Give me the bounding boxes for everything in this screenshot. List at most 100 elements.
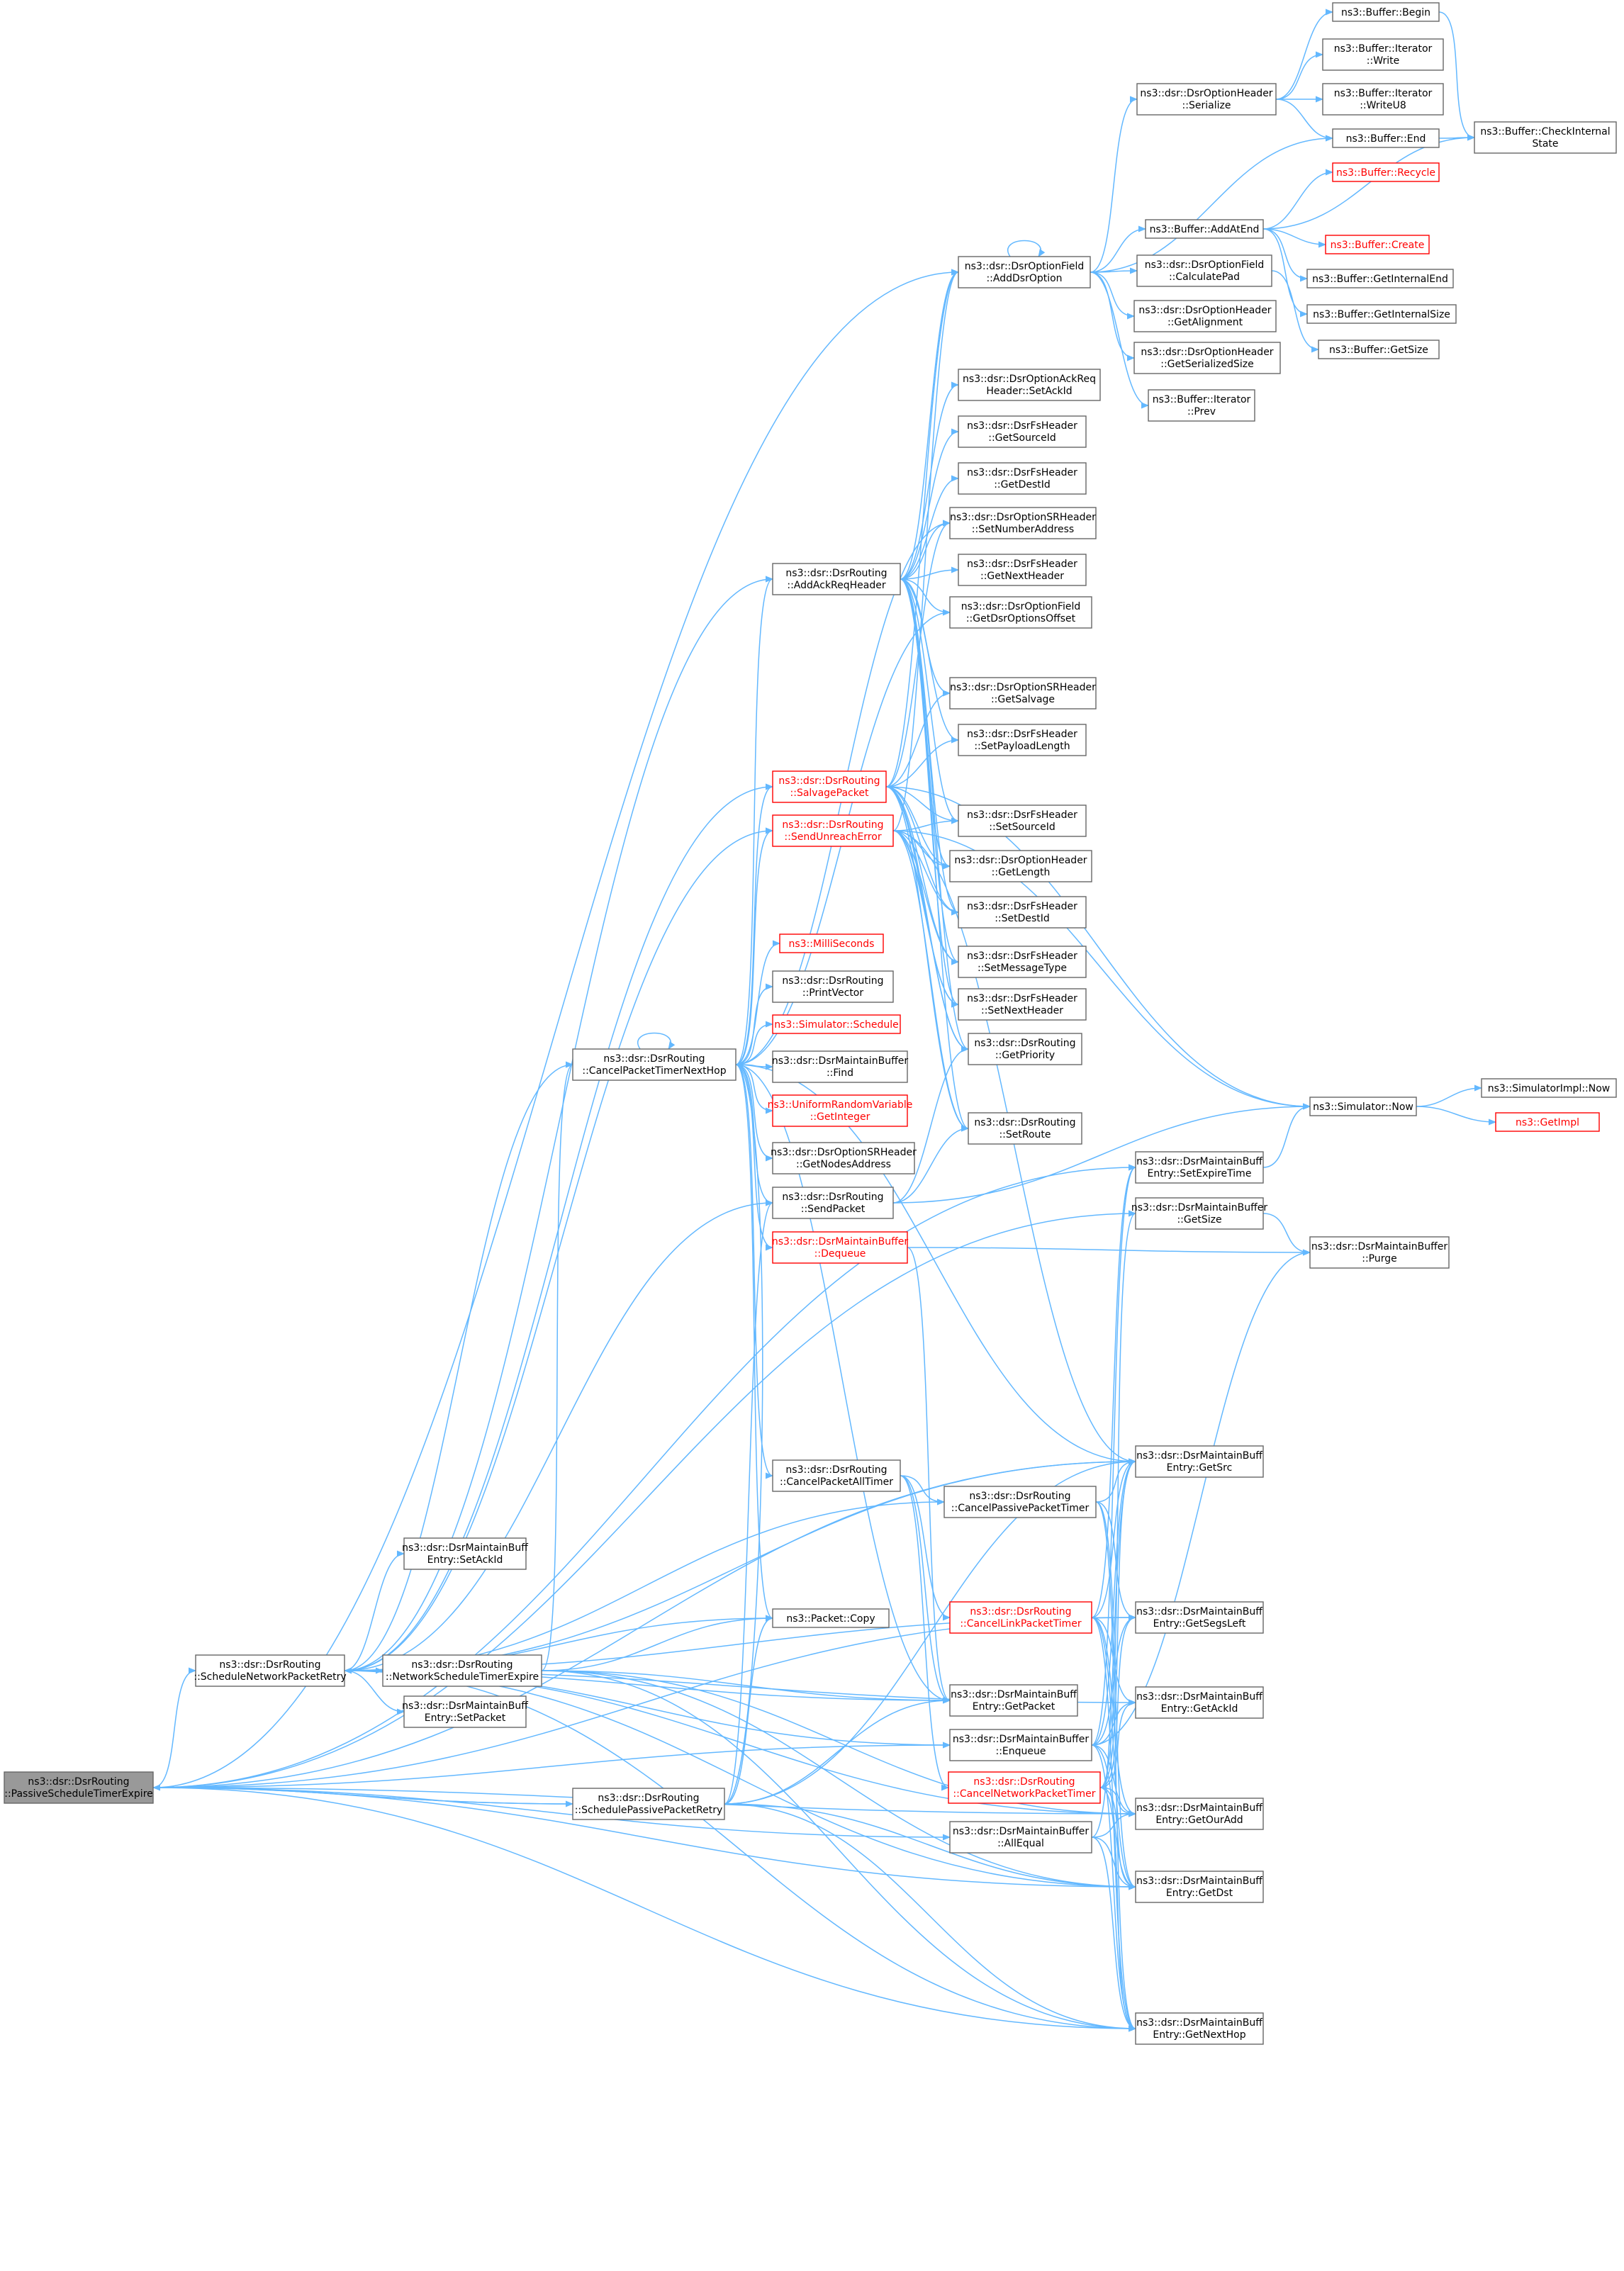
graph-node-fsSetDest[interactable]: ns3::dsr::DsrFsHeader::SetDestId: [958, 896, 1087, 929]
graph-node-bufBegin[interactable]: ns3::Buffer::Begin: [1332, 2, 1440, 22]
graph-node-cpat[interactable]: ns3::dsr::DsrRouting::CancelPacketAllTim…: [772, 1459, 901, 1492]
call-edge: [1262, 1213, 1311, 1256]
graph-node-ohGetLen[interactable]: ns3::dsr::DsrOptionHeader::GetLength: [949, 850, 1092, 882]
graph-node-srSetNum[interactable]: ns3::dsr::DsrOptionSRHeader::SetNumberAd…: [949, 507, 1097, 539]
graph-node-meGetSegs[interactable]: ns3::dsr::DsrMaintainBuffEntry::GetSegsL…: [1135, 1601, 1264, 1634]
node-box: [1135, 1445, 1264, 1478]
edge-cptnh-to-pktCopy: [735, 1064, 773, 1622]
node-box: [772, 770, 887, 803]
graph-node-ohGetAlign[interactable]: ns3::dsr::DsrOptionHeader::GetAlignment: [1133, 300, 1277, 332]
edge-cnpt-to-meGetOur: [1099, 1787, 1136, 1817]
node-label-line: ::SetMessageType: [978, 963, 1067, 974]
graph-node-fsSetNext[interactable]: ns3::dsr::DsrFsHeader::SetNextHeader: [958, 988, 1087, 1021]
graph-node-ofGetOff[interactable]: ns3::dsr::DsrOptionField::GetDsrOptionsO…: [949, 596, 1092, 629]
graph-node-fsGetNext[interactable]: ns3::dsr::DsrFsHeader::GetNextHeader: [958, 554, 1087, 586]
call-edge: [1262, 228, 1308, 282]
graph-node-sendPkt[interactable]: ns3::dsr::DsrRouting::SendPacket: [772, 1187, 894, 1219]
edge-ohSerialize-to-itWrite: [1275, 51, 1323, 100]
graph-node-mbGetSize[interactable]: ns3::dsr::DsrMaintainBuffer::GetSize: [1131, 1197, 1267, 1230]
graph-node-printVec[interactable]: ns3::dsr::DsrRouting::PrintVector: [772, 970, 894, 1003]
graph-node-mbEnq[interactable]: ns3::dsr::DsrMaintainBuffer::Enqueue: [949, 1729, 1092, 1761]
graph-node-srGetNodes[interactable]: ns3::dsr::DsrOptionSRHeader::GetNodesAdd…: [771, 1142, 917, 1174]
graph-node-itWrite[interactable]: ns3::Buffer::Iterator::Write: [1322, 38, 1444, 71]
edge-mbAllEq-to-meGetSrc: [1091, 1458, 1136, 1838]
graph-node-bufGetIntSize[interactable]: ns3::Buffer::GetInternalSize: [1306, 304, 1457, 324]
graph-node-fsSetMsg[interactable]: ns3::dsr::DsrFsHeader::SetMessageType: [958, 946, 1087, 978]
graph-node-snpr[interactable]: ns3::dsr::DsrRouting::ScheduleNetworkPac…: [194, 1654, 347, 1687]
graph-node-bufGetIntEnd[interactable]: ns3::Buffer::GetInternalEnd: [1306, 269, 1454, 288]
graph-node-itPrev[interactable]: ns3::Buffer::Iterator::Prev: [1148, 389, 1255, 422]
graph-node-bufAddAtEnd[interactable]: ns3::Buffer::AddAtEnd: [1145, 219, 1264, 239]
graph-node-simImplNow[interactable]: ns3::SimulatorImpl::Now: [1481, 1078, 1617, 1098]
call-edge: [735, 576, 773, 1065]
call-edge: [637, 1032, 676, 1050]
edge-bufAddAtEnd-to-bufGetIntEnd: [1262, 228, 1308, 282]
graph-node-meGetOur[interactable]: ns3::dsr::DsrMaintainBuffEntry::GetOurAd…: [1135, 1798, 1264, 1830]
node-label-line: ns3::dsr::DsrOptionHeader: [1140, 88, 1272, 99]
edge-bufBegin-to-bufCheck: [1438, 11, 1475, 141]
graph-node-bufCreate[interactable]: ns3::Buffer::Create: [1325, 235, 1430, 254]
node-label-line: ns3::Buffer::GetInternalEnd: [1312, 274, 1448, 285]
edge-salvage-to-addDsrOpt: [885, 269, 959, 787]
graph-node-fsSetPay[interactable]: ns3::dsr::DsrFsHeader::SetPayloadLength: [958, 724, 1087, 756]
graph-node-clpt[interactable]: ns3::dsr::DsrRouting::CancelLinkPacketTi…: [949, 1601, 1092, 1634]
graph-node-fsGetSrc[interactable]: ns3::dsr::DsrFsHeader::GetSourceId: [958, 415, 1087, 448]
node-box: [949, 596, 1092, 629]
graph-node-salvage[interactable]: ns3::dsr::DsrRouting::SalvagePacket: [772, 770, 887, 803]
graph-node-sendUnr[interactable]: ns3::dsr::DsrRouting::SendUnreachError: [772, 814, 894, 847]
graph-node-srGetSalv[interactable]: ns3::dsr::DsrOptionSRHeader::GetSalvage: [949, 677, 1097, 710]
graph-node-setRoute[interactable]: ns3::dsr::DsrRouting::SetRoute: [968, 1112, 1082, 1145]
graph-node-mbDeq[interactable]: ns3::dsr::DsrMaintainBuffer::Dequeue: [772, 1231, 908, 1264]
graph-node-ohGetSerSize[interactable]: ns3::dsr::DsrOptionHeader::GetSerialized…: [1133, 342, 1281, 374]
graph-node-bufEnd[interactable]: ns3::Buffer::End: [1332, 128, 1440, 148]
node-label-line: ns3::dsr::DsrMaintainBuff: [1136, 1450, 1262, 1462]
graph-node-addAck[interactable]: ns3::dsr::DsrRouting::AddAckReqHeader: [772, 563, 901, 595]
graph-node-meSetPkt[interactable]: ns3::dsr::DsrMaintainBuffEntry::SetPacke…: [402, 1695, 528, 1728]
graph-node-cnpt[interactable]: ns3::dsr::DsrRouting::CancelNetworkPacke…: [948, 1771, 1101, 1804]
graph-node-mbFind[interactable]: ns3::dsr::DsrMaintainBuffer::Find: [772, 1050, 908, 1083]
graph-node-fsGetDest[interactable]: ns3::dsr::DsrFsHeader::GetDestId: [958, 462, 1087, 495]
edge-mbEnq-to-meGetSegs: [1091, 1614, 1136, 1746]
graph-node-mbAllEq[interactable]: ns3::dsr::DsrMaintainBuffer::AllEqual: [949, 1821, 1092, 1854]
graph-node-fsSetSrc[interactable]: ns3::dsr::DsrFsHeader::SetSourceId: [958, 804, 1087, 837]
edge-bufAddAtEnd-to-bufRecycle: [1262, 169, 1333, 230]
graph-node-cppt[interactable]: ns3::dsr::DsrRouting::CancelPassivePacke…: [943, 1486, 1097, 1518]
call-edge: [892, 830, 969, 1053]
graph-node-bufRecycle[interactable]: ns3::Buffer::Recycle: [1332, 162, 1440, 182]
graph-node-root[interactable]: ns3::dsr::DsrRouting::PassiveScheduleTim…: [4, 1771, 154, 1804]
graph-node-urvGetInt[interactable]: ns3::UniformRandomVariable::GetInteger: [768, 1094, 913, 1127]
call-edge: [1091, 1837, 1136, 2032]
edge-addDsrOpt-to-ohGetSerSize: [1090, 271, 1135, 361]
graph-node-mbPurge[interactable]: ns3::dsr::DsrMaintainBuffer::Purge: [1309, 1236, 1450, 1269]
graph-node-getPrio[interactable]: ns3::dsr::DsrRouting::GetPriority: [968, 1033, 1082, 1065]
graph-node-simSched[interactable]: ns3::Simulator::Schedule: [772, 1014, 901, 1034]
call-edge: [1091, 1164, 1136, 1746]
edge-addAck-to-ofGetOff: [900, 578, 951, 616]
graph-node-cptnh[interactable]: ns3::dsr::DsrRouting::CancelPacketTimerN…: [572, 1048, 737, 1081]
graph-node-pktCopy[interactable]: ns3::Packet::Copy: [772, 1608, 890, 1628]
node-label-line: ns3::Packet::Copy: [786, 1613, 875, 1625]
node-box: [1148, 389, 1255, 422]
graph-node-ackSetAck[interactable]: ns3::dsr::DsrOptionAckReqHeader::SetAckI…: [958, 369, 1101, 401]
graph-node-milli[interactable]: ns3::MilliSeconds: [779, 933, 884, 953]
graph-node-meSetExp[interactable]: ns3::dsr::DsrMaintainBuffEntry::SetExpir…: [1135, 1151, 1264, 1184]
graph-node-sppr[interactable]: ns3::dsr::DsrRouting::SchedulePassivePac…: [572, 1788, 725, 1820]
node-label-line: Entry::GetNextHop: [1153, 2029, 1245, 2041]
call-edge: [344, 1061, 573, 1671]
graph-node-addDsrOpt[interactable]: ns3::dsr::DsrOptionField::AddDsrOption: [958, 256, 1091, 288]
graph-node-simNow[interactable]: ns3::Simulator::Now: [1309, 1097, 1417, 1116]
graph-node-itWriteU8[interactable]: ns3::Buffer::Iterator::WriteU8: [1322, 83, 1444, 116]
graph-node-meGetPkt[interactable]: ns3::dsr::DsrMaintainBuffEntry::GetPacke…: [949, 1684, 1078, 1717]
graph-node-ofCalcPad[interactable]: ns3::dsr::DsrOptionField::CalculatePad: [1136, 254, 1272, 287]
graph-node-nste[interactable]: ns3::dsr::DsrRouting::NetworkScheduleTim…: [382, 1654, 542, 1687]
graph-node-ohSerialize[interactable]: ns3::dsr::DsrOptionHeader::Serialize: [1136, 83, 1277, 116]
graph-node-meGetNH[interactable]: ns3::dsr::DsrMaintainBuffEntry::GetNextH…: [1135, 2012, 1264, 2045]
call-edge: [885, 736, 959, 787]
graph-node-getImpl[interactable]: ns3::GetImpl: [1495, 1112, 1600, 1132]
graph-node-bufGetSize[interactable]: ns3::Buffer::GetSize: [1318, 340, 1440, 359]
